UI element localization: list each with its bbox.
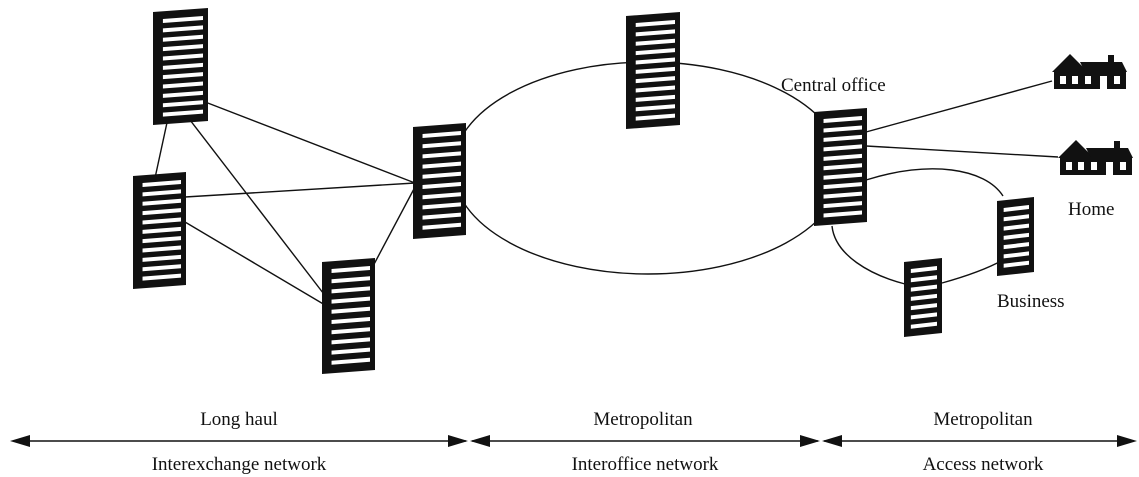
- segment-access-bottom: Access network: [923, 454, 1044, 475]
- arrowhead-long-haul-right: [448, 435, 468, 447]
- access-ring-upper: [865, 168, 1004, 197]
- server-metro-top: [626, 12, 680, 129]
- home-icon-2: [1058, 140, 1133, 175]
- business-label: Business: [997, 291, 1065, 312]
- central-office-label: Central office: [781, 75, 886, 96]
- home-label: Home: [1068, 199, 1114, 220]
- segment-long-haul-top: Long haul: [200, 409, 278, 430]
- home-icon-1: [1052, 54, 1127, 89]
- segment-scale: [10, 435, 1137, 447]
- segment-interoffice-top: Metropolitan: [593, 409, 693, 430]
- link-a-hub: [199, 99, 416, 184]
- link-b-c: [184, 221, 326, 306]
- arrowhead-interoffice-right: [800, 435, 820, 447]
- arrowhead-access-left: [822, 435, 842, 447]
- link-co-home-1: [865, 80, 1053, 133]
- arrowhead-left: [10, 435, 30, 447]
- link-c-hub: [371, 186, 416, 269]
- segment-access-top: Metropolitan: [933, 409, 1033, 430]
- arrowhead-right: [1117, 435, 1137, 447]
- server-business-1: [997, 197, 1034, 276]
- link-a-c: [189, 119, 331, 303]
- network-nodes: [133, 8, 1133, 374]
- segment-long-haul-bottom: Interexchange network: [152, 454, 327, 475]
- access-ring-right: [941, 259, 1004, 284]
- link-b-hub: [184, 182, 416, 198]
- arrowhead-interoffice-left: [470, 435, 490, 447]
- server-business-2: [904, 258, 942, 337]
- segment-interoffice-bottom: Interoffice network: [572, 454, 719, 475]
- link-a-b: [154, 117, 169, 179]
- server-hub: [413, 123, 466, 239]
- server-longhaul-top: [153, 8, 208, 125]
- server-longhaul-bottom: [322, 258, 375, 374]
- access-ring-left: [831, 225, 906, 285]
- server-central-office: [814, 108, 867, 226]
- server-longhaul-left: [133, 172, 186, 289]
- link-co-home-2: [865, 145, 1059, 158]
